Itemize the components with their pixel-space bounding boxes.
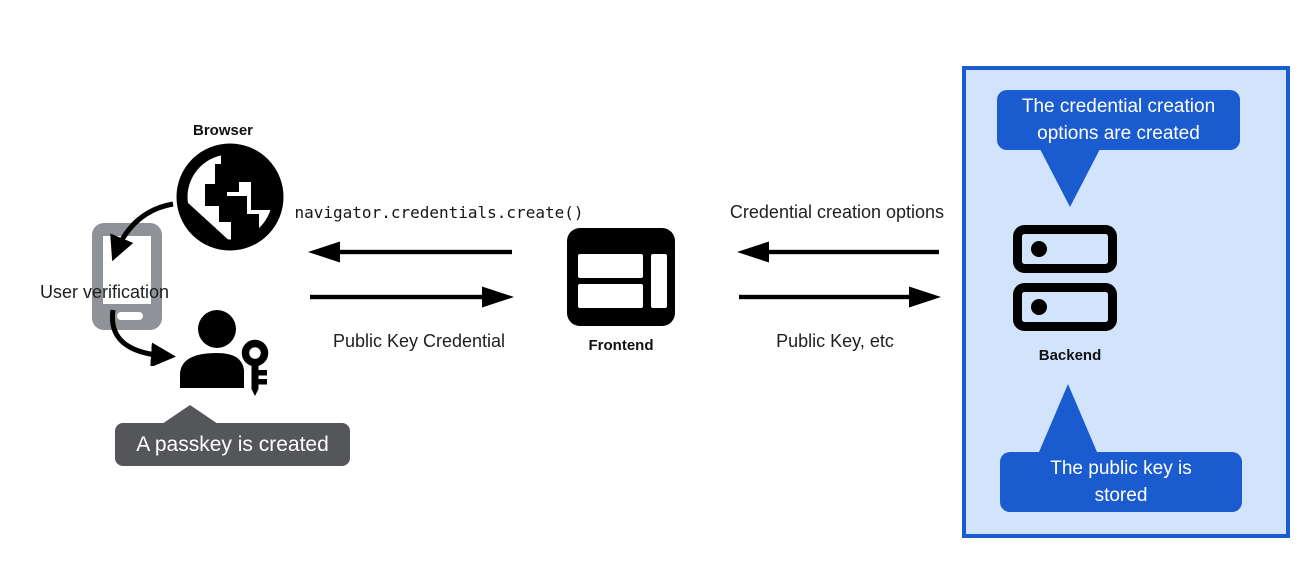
passkey-created-tooltip: A passkey is created bbox=[115, 423, 350, 466]
public-key-credential-arrow bbox=[310, 286, 514, 308]
public-key-stored-tooltip: The public key is stored bbox=[1000, 452, 1242, 512]
public-key-arrow bbox=[739, 286, 941, 308]
passkey-tooltip-tail bbox=[162, 405, 218, 424]
browser-to-phone-arrow bbox=[110, 201, 174, 262]
user-passkey-icon bbox=[180, 310, 269, 396]
browser-globe-icon bbox=[176, 143, 284, 251]
passkey-created-tooltip-text: A passkey is created bbox=[136, 432, 329, 456]
browser-label: Browser bbox=[192, 122, 254, 139]
create-call-arrow bbox=[308, 241, 512, 263]
frontend-label: Frontend bbox=[588, 337, 654, 354]
backend-panel: The credential creation options are crea… bbox=[962, 66, 1290, 538]
credential-options-label: Credential creation options bbox=[729, 202, 945, 222]
public-key-label: Public Key, etc bbox=[776, 331, 894, 351]
stored-tooltip-tail bbox=[1039, 384, 1097, 452]
public-key-credential-label: Public Key Credential bbox=[332, 331, 506, 351]
public-key-stored-tooltip-text: The public key is stored bbox=[1050, 458, 1192, 506]
credential-options-arrow bbox=[737, 241, 939, 263]
options-created-tooltip-text: The credential creation options are crea… bbox=[1021, 96, 1216, 144]
options-created-tooltip: The credential creation options are crea… bbox=[997, 90, 1240, 150]
create-call-label: navigator.credentials.create() bbox=[294, 203, 584, 222]
options-tooltip-tail bbox=[1040, 149, 1100, 207]
backend-server-icon bbox=[1013, 225, 1117, 331]
user-verification-label: User verification bbox=[40, 282, 170, 302]
phone-to-user-arrow bbox=[109, 309, 176, 366]
frontend-window-icon bbox=[567, 228, 675, 326]
backend-label: Backend bbox=[1038, 347, 1102, 364]
